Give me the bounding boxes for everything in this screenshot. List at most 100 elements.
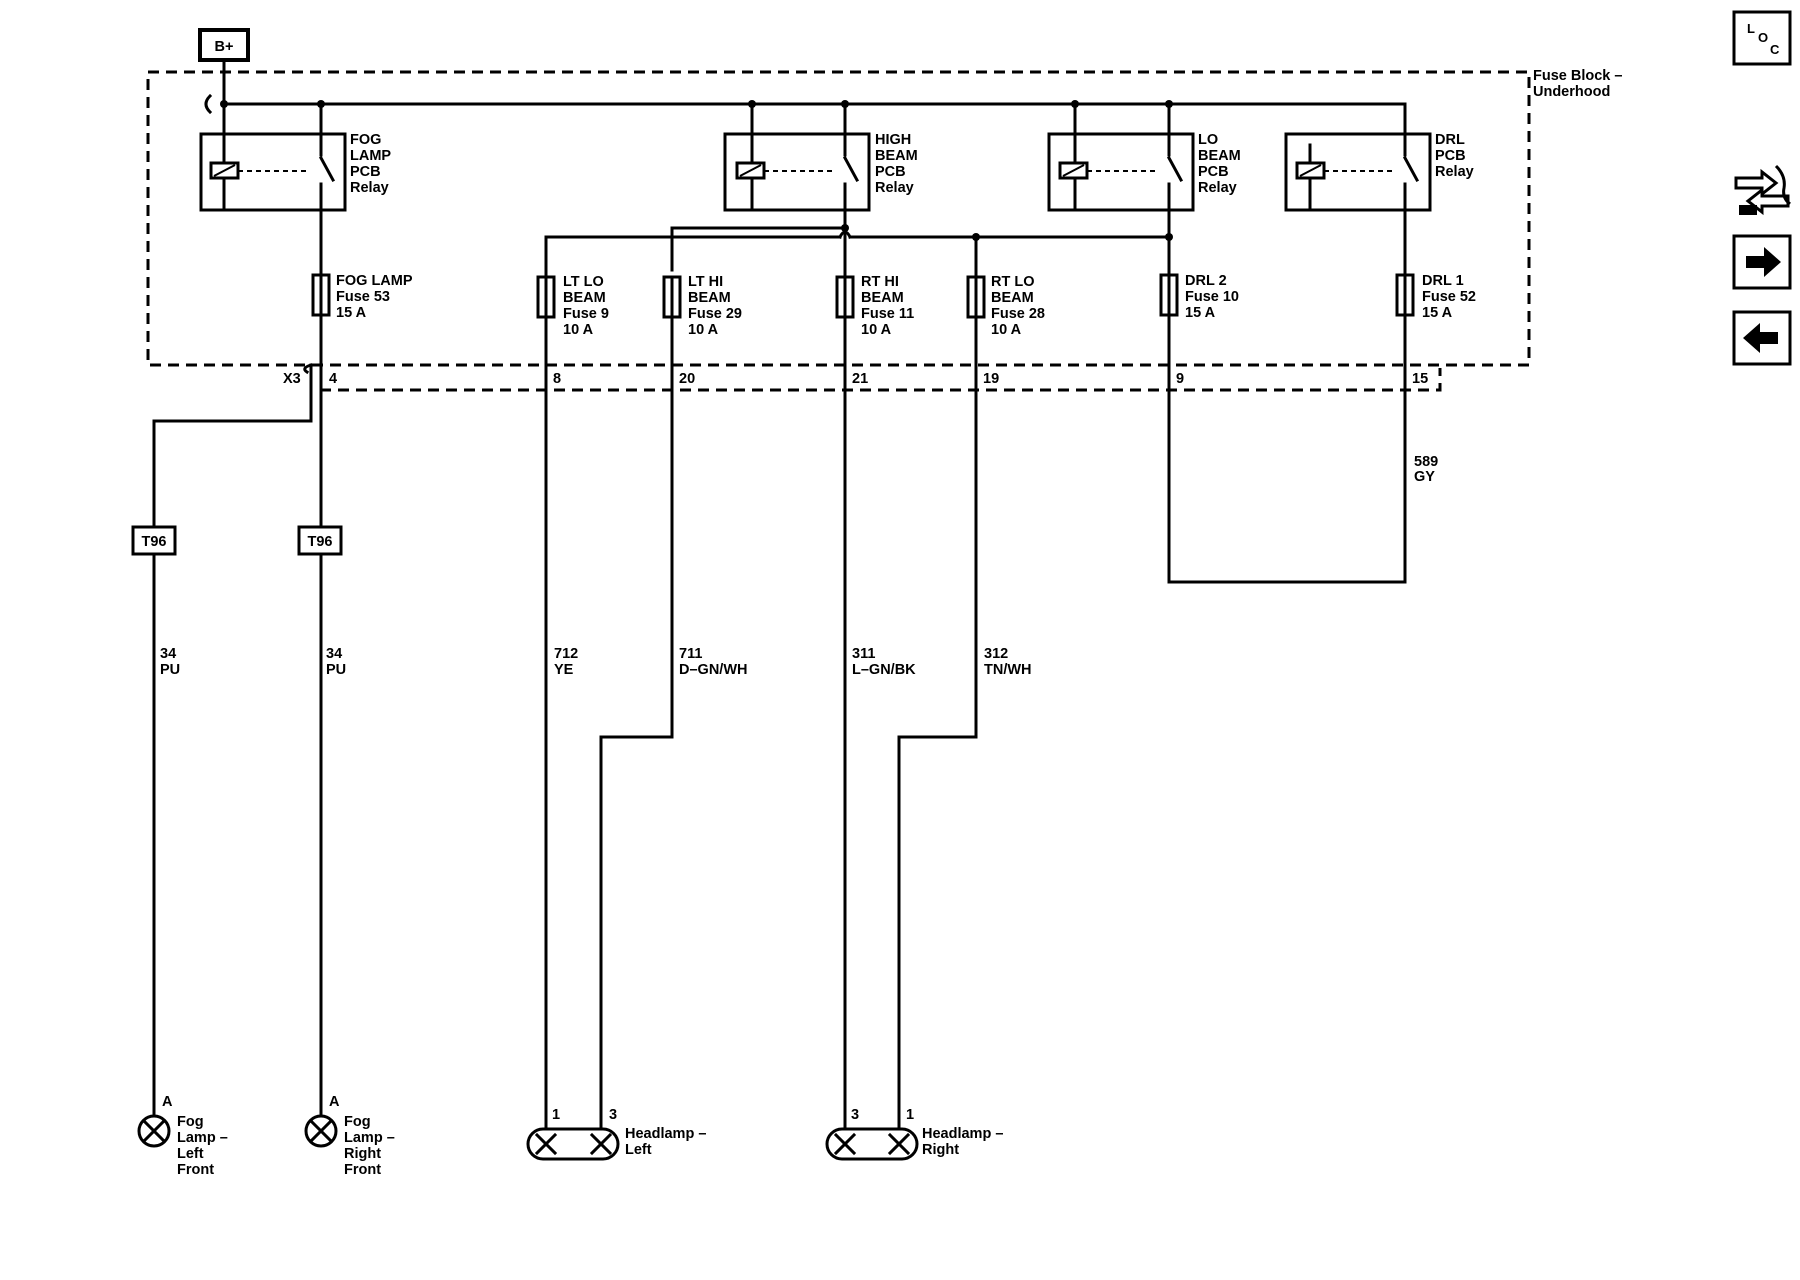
relay-label: DRL — [1435, 132, 1465, 148]
relay-label: PCB — [1198, 164, 1229, 180]
svg-text:Fuse 29: Fuse 29 — [688, 306, 742, 322]
relay-label: BEAM — [1198, 148, 1241, 164]
wire-rt-lo — [897, 363, 978, 1117]
relay-label: PCB — [1435, 148, 1466, 164]
relay-label: Relay — [350, 180, 389, 196]
svg-text:15 A: 15 A — [336, 305, 367, 321]
fog-left-feed — [152, 363, 313, 529]
wire-circuit-label: 34 — [326, 646, 342, 662]
svg-text:RT HI: RT HI — [861, 274, 899, 290]
splice-label: T96 — [142, 534, 167, 550]
pin-label: 21 — [852, 371, 868, 387]
relay-label: PCB — [350, 164, 381, 180]
bus-feed-jumper — [204, 93, 213, 115]
relay-label: Relay — [1198, 180, 1237, 196]
svg-text:BEAM: BEAM — [991, 290, 1034, 306]
drl-loop-wire — [1167, 363, 1407, 584]
fuse-rt-lo-beam: RT LO BEAM Fuse 28 10 A — [966, 274, 1045, 338]
svg-text:15 A: 15 A — [1422, 305, 1453, 321]
svg-text:Lamp –: Lamp – — [344, 1130, 395, 1146]
fuse-block-label-2: Underhood — [1533, 84, 1610, 100]
connector-label: X3 — [283, 371, 301, 387]
arrow-left-icon[interactable] — [1732, 310, 1792, 366]
pin-label: 20 — [679, 371, 695, 387]
fuse-rt-hi-beam: RT HI BEAM Fuse 11 10 A — [835, 274, 914, 338]
relay-switch-icon — [842, 155, 860, 183]
relay-label: Relay — [875, 180, 914, 196]
svg-text:Lamp –: Lamp – — [177, 1130, 228, 1146]
pin-label: 15 — [1412, 371, 1428, 387]
pin-label: 3 — [851, 1107, 859, 1123]
wire-color-label: D–GN/WH — [679, 662, 747, 678]
locator-button[interactable]: L O C — [1732, 10, 1792, 66]
wire-color-label: PU — [326, 662, 346, 678]
wire-lt-hi — [599, 363, 674, 1117]
svg-text:Headlamp –: Headlamp – — [625, 1126, 706, 1142]
wire-color-label: L–GN/BK — [852, 662, 916, 678]
relay-label: LO — [1198, 132, 1218, 148]
relay-label: BEAM — [875, 148, 918, 164]
locator-c-glyph[interactable]: C — [1770, 42, 1780, 57]
pin-label: A — [329, 1094, 340, 1110]
svg-text:Right: Right — [344, 1146, 381, 1162]
wire-color-label: PU — [160, 662, 180, 678]
connector-swap-icon[interactable] — [1734, 164, 1791, 216]
headlamp-left: 1 3 Headlamp – Left — [526, 1107, 706, 1161]
fuse-fog-lamp: FOG LAMP Fuse 53 15 A — [311, 273, 413, 321]
relay-label: FOG — [350, 132, 381, 148]
relay-switch-icon — [1166, 155, 1184, 183]
drl-relay: DRL PCB Relay — [1284, 102, 1474, 212]
svg-text:DRL 1: DRL 1 — [1422, 273, 1464, 289]
wire-color-label: YE — [554, 662, 574, 678]
svg-text:15 A: 15 A — [1185, 305, 1216, 321]
wire-circuit-label: 311 — [852, 646, 875, 662]
svg-text:Headlamp –: Headlamp – — [922, 1126, 1003, 1142]
relay-label: Relay — [1435, 164, 1474, 180]
svg-text:FOG LAMP: FOG LAMP — [336, 273, 413, 289]
wire-color-label: TN/WH — [984, 662, 1032, 678]
pin-label: 4 — [329, 371, 337, 387]
wire-color-label: GY — [1414, 469, 1435, 485]
svg-text:BEAM: BEAM — [688, 290, 731, 306]
locator-o-glyph[interactable]: O — [1758, 30, 1768, 45]
headlamp-right: 3 1 Headlamp – Right — [825, 1107, 1003, 1161]
battery-positive-label: B+ — [215, 39, 234, 55]
fuse-lt-lo-beam: LT LO BEAM Fuse 9 10 A — [536, 274, 609, 338]
pin-label: 3 — [609, 1107, 617, 1123]
lo-beam-relay: LO BEAM PCB Relay — [1047, 102, 1241, 212]
splice-label: T96 — [308, 534, 333, 550]
fog-lamp-left: A Fog Lamp – Left Front — [137, 1094, 228, 1178]
fog-lamp-right: A Fog Lamp – Right Front — [304, 1094, 395, 1178]
wire-circuit-label: 712 — [554, 646, 578, 662]
headlamp-icon — [526, 1127, 620, 1161]
locator-l-glyph[interactable]: L — [1747, 21, 1755, 36]
svg-text:Fuse 10: Fuse 10 — [1185, 289, 1239, 305]
arrow-right-icon[interactable] — [1732, 234, 1792, 290]
pin-label: A — [162, 1094, 173, 1110]
lt-hi-feed — [670, 226, 847, 272]
pin-label: 1 — [552, 1107, 560, 1123]
svg-text:Fuse 52: Fuse 52 — [1422, 289, 1476, 305]
svg-text:LT HI: LT HI — [688, 274, 723, 290]
svg-text:BEAM: BEAM — [563, 290, 606, 306]
svg-text:Fuse 9: Fuse 9 — [563, 306, 609, 322]
svg-text:10 A: 10 A — [688, 322, 719, 338]
relay-switch-icon — [318, 155, 336, 183]
pin-label: 19 — [983, 371, 999, 387]
pin-label: 9 — [1176, 371, 1184, 387]
wire-circuit-label: 589 — [1414, 454, 1438, 470]
pin-label: 8 — [553, 371, 561, 387]
svg-text:Fuse 28: Fuse 28 — [991, 306, 1045, 322]
fuse-lt-hi-beam: LT HI BEAM Fuse 29 10 A — [662, 274, 742, 338]
svg-text:Right: Right — [922, 1142, 959, 1158]
relay-switch-icon — [1402, 155, 1420, 183]
svg-text:Fog: Fog — [344, 1114, 371, 1130]
headlamp-icon — [825, 1127, 919, 1161]
svg-text:RT LO: RT LO — [991, 274, 1035, 290]
svg-text:Fuse 53: Fuse 53 — [336, 289, 390, 305]
svg-text:Fog: Fog — [177, 1114, 204, 1130]
fuse-drl-2: DRL 2 Fuse 10 15 A — [1159, 273, 1239, 321]
svg-text:10 A: 10 A — [861, 322, 892, 338]
svg-text:Front: Front — [177, 1162, 214, 1178]
